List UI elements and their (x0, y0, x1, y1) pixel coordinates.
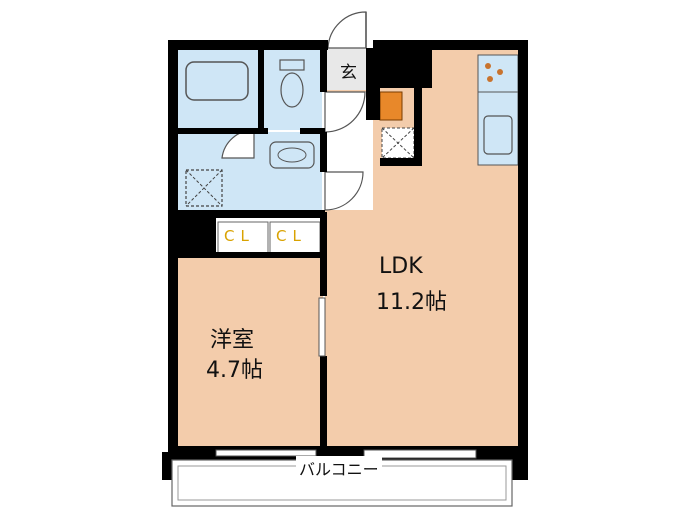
entrance-label: 玄 (340, 63, 357, 83)
closet-label-2: CL (276, 227, 307, 245)
stove-burner-icon (487, 76, 493, 82)
washing-pan-cross-b (185, 169, 223, 207)
hall-door-swing-b (324, 171, 364, 211)
balcony-window-ldk (363, 449, 477, 459)
entrance-door-swing (327, 11, 367, 49)
closet-2 (269, 221, 321, 257)
closet-label-1: CL (224, 227, 255, 245)
toilet-bowl-icon (280, 72, 304, 108)
stove-burner-icon (485, 63, 491, 69)
toilet-tank-icon (279, 59, 305, 71)
western-room-name: 洋室 (210, 328, 255, 353)
sliding-door-room (318, 297, 326, 357)
balcony-label: バルコニー (296, 456, 382, 480)
western-room-floor (178, 258, 323, 456)
kitchen-sink-icon (483, 115, 513, 155)
shoe-cabinet (379, 91, 403, 121)
closet-1 (217, 221, 269, 257)
fridge-cross-b (381, 127, 415, 159)
balcony-window-room (215, 449, 317, 457)
hall-door-swing-a (324, 91, 366, 133)
bathtub-icon (185, 61, 249, 101)
washing-machine-pan-icon (185, 169, 223, 207)
stove-burner-icon (497, 69, 503, 75)
ldk-room-name: LDK (379, 254, 423, 279)
entrance-floor (325, 48, 373, 90)
basin-bowl-icon (277, 147, 307, 163)
western-room-size: 4.7帖 (206, 358, 263, 383)
ldk-room-size: 11.2帖 (376, 290, 447, 315)
